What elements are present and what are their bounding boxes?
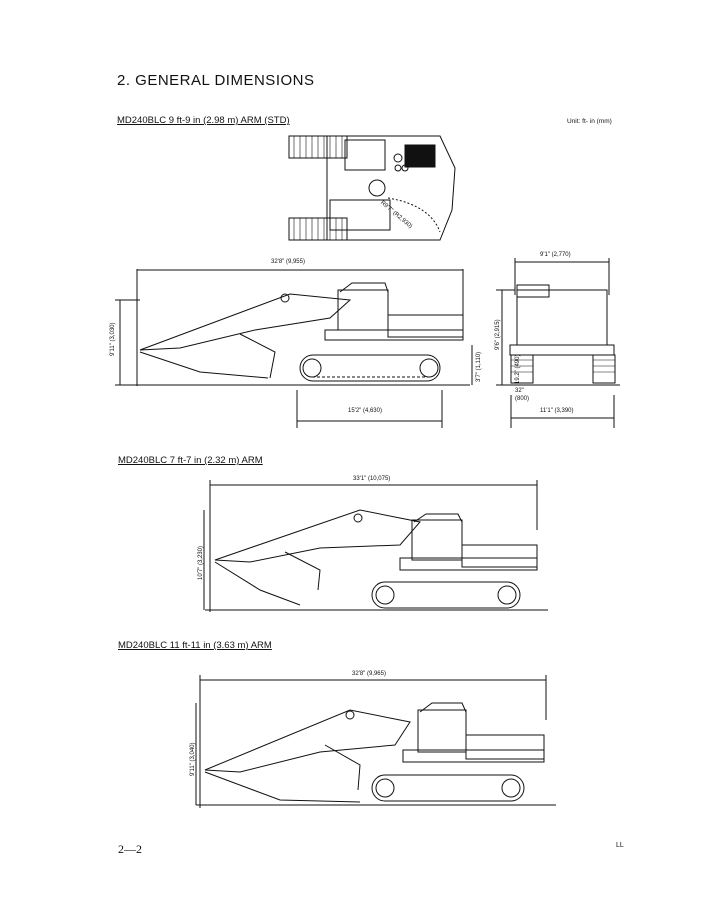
- dim-overall-length-2: 33'1" (10,075): [353, 476, 391, 482]
- dim-overall-width: 11'1" (3,390): [540, 408, 574, 414]
- page-number: 2—2: [118, 842, 142, 856]
- dim-overall-length-3: 32'8" (9,965): [352, 671, 386, 677]
- top-view-drawing: [289, 136, 455, 240]
- figure-caption-short-arm: MD240BLC 7 ft-7 in (2.32 m) ARM: [118, 455, 263, 466]
- section-title: 2. GENERAL DIMENSIONS: [117, 72, 315, 89]
- footer-code: LL: [616, 842, 624, 849]
- dim-height-3: 9'11" (3,040): [190, 742, 196, 776]
- dim-overall-length-1: 32'8" (9,955): [271, 259, 305, 265]
- front-view-drawing: [496, 258, 620, 428]
- dim-track-length: 15'2" (4,630): [348, 408, 382, 414]
- unit-note: Unit: ft- in (mm): [567, 118, 612, 125]
- figure-caption-long-arm: MD240BLC 11 ft-11 in (3.63 m) ARM: [118, 640, 272, 651]
- side-view-drawing: [115, 269, 472, 428]
- dim-width-upper: 9'1" (2,770): [540, 252, 571, 258]
- figure-caption-std-arm: MD240BLC 9 ft-9 in (2.98 m) ARM (STD): [117, 115, 290, 126]
- dim-shoe-width: 32" (800): [515, 388, 530, 402]
